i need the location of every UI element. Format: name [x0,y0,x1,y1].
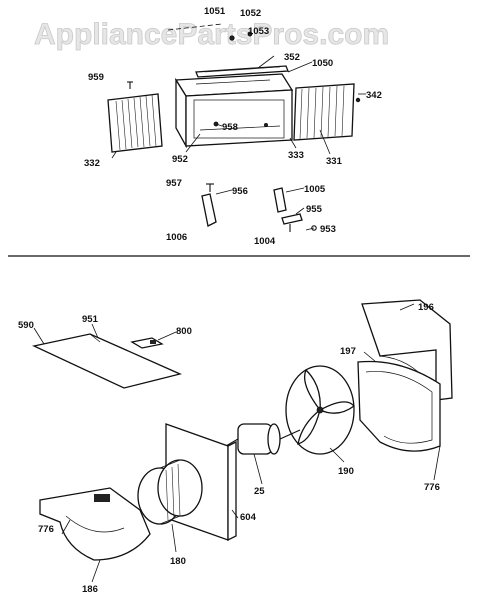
label-959: 959 [88,72,104,83]
label-1004: 1004 [254,236,276,247]
label-1050: 1050 [312,58,333,69]
part-1005-bracket [273,187,287,213]
label-956: 956 [232,186,248,197]
label-332: 332 [84,158,100,169]
label-186: 186 [82,584,98,595]
part-1004-clip [281,213,303,232]
cabinet-box [174,73,294,149]
part-951-panel [31,333,182,389]
label-951: 951 [82,314,99,325]
label-1052: 1052 [240,8,261,19]
label-604: 604 [240,512,257,523]
part-25-motor [225,423,301,455]
label-955: 955 [306,204,323,215]
label-196: 196 [418,302,434,313]
label-1006: 1006 [166,232,187,243]
part-352-top-rail [195,65,289,78]
upper-leader-lines [111,55,366,231]
label-1051: 1051 [204,6,226,17]
label-25: 25 [254,486,265,497]
watermark-logo: AppliancePartsPros.com [34,18,389,51]
part-197-shroud [357,360,441,452]
label-342: 342 [366,90,382,101]
upper-assembly: 1051 1052 1053 352 1050 959 342 958 332 … [84,6,382,247]
part-1051-screws [167,23,253,41]
label-776-right: 776 [424,482,440,493]
part-800-bracket [130,337,164,349]
part-331-right-grille [293,83,361,141]
label-958: 958 [222,122,238,133]
part-180-blower-wheel [137,459,203,525]
label-776-left: 776 [38,524,54,535]
label-952: 952 [172,154,188,165]
label-953: 953 [320,224,336,235]
part-1006-bracket [201,183,217,227]
label-352: 352 [284,52,300,63]
label-957: 957 [166,178,182,189]
label-331: 331 [326,156,343,167]
label-190: 190 [338,466,354,477]
part-959-screw [127,81,133,89]
part-190-fan-blade [285,365,355,455]
label-1053: 1053 [248,26,269,37]
lower-leader-lines [33,303,441,583]
label-180: 180 [170,556,186,567]
label-197: 197 [340,346,356,357]
part-953-screw [311,225,317,231]
part-332-left-grille [107,93,163,153]
label-333: 333 [288,150,304,161]
label-1005: 1005 [304,184,326,195]
part-186-lower-scroll [39,487,151,561]
label-590: 590 [18,320,34,331]
label-800: 800 [176,326,192,337]
lower-assembly: 590 951 800 196 197 190 25 604 776 776 1… [18,299,453,595]
